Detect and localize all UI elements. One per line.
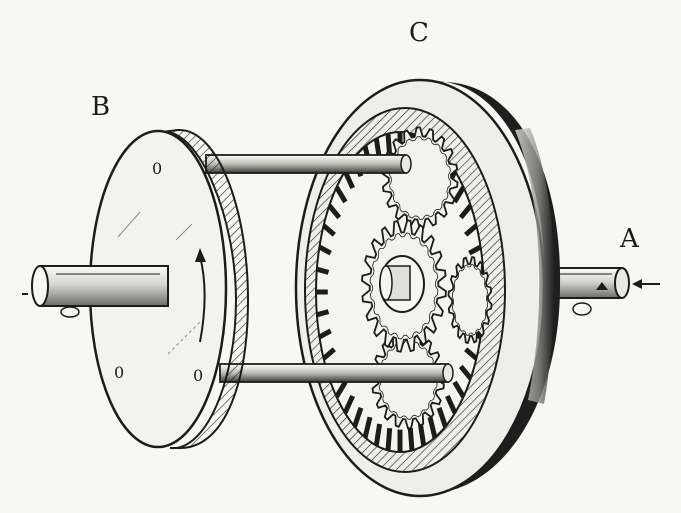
label-b: B — [91, 92, 111, 122]
sun-gear-hub — [379, 255, 425, 313]
label-c: C — [409, 18, 429, 48]
carrier-mark-top: 0 — [152, 159, 162, 178]
carrier-mark-lower-left: 0 — [114, 363, 124, 382]
planet-gear-top — [381, 126, 459, 230]
carrier-rod-bottom — [219, 363, 454, 383]
carrier-rod-top — [205, 154, 412, 174]
label-a: A — [620, 224, 639, 254]
carrier-mark-lower-right: 0 — [193, 366, 203, 385]
rotation-arrow-icon — [195, 248, 206, 262]
shaft-b — [22, 265, 169, 318]
planet-gear-right — [447, 255, 493, 345]
input-arrow-icon — [632, 279, 660, 289]
